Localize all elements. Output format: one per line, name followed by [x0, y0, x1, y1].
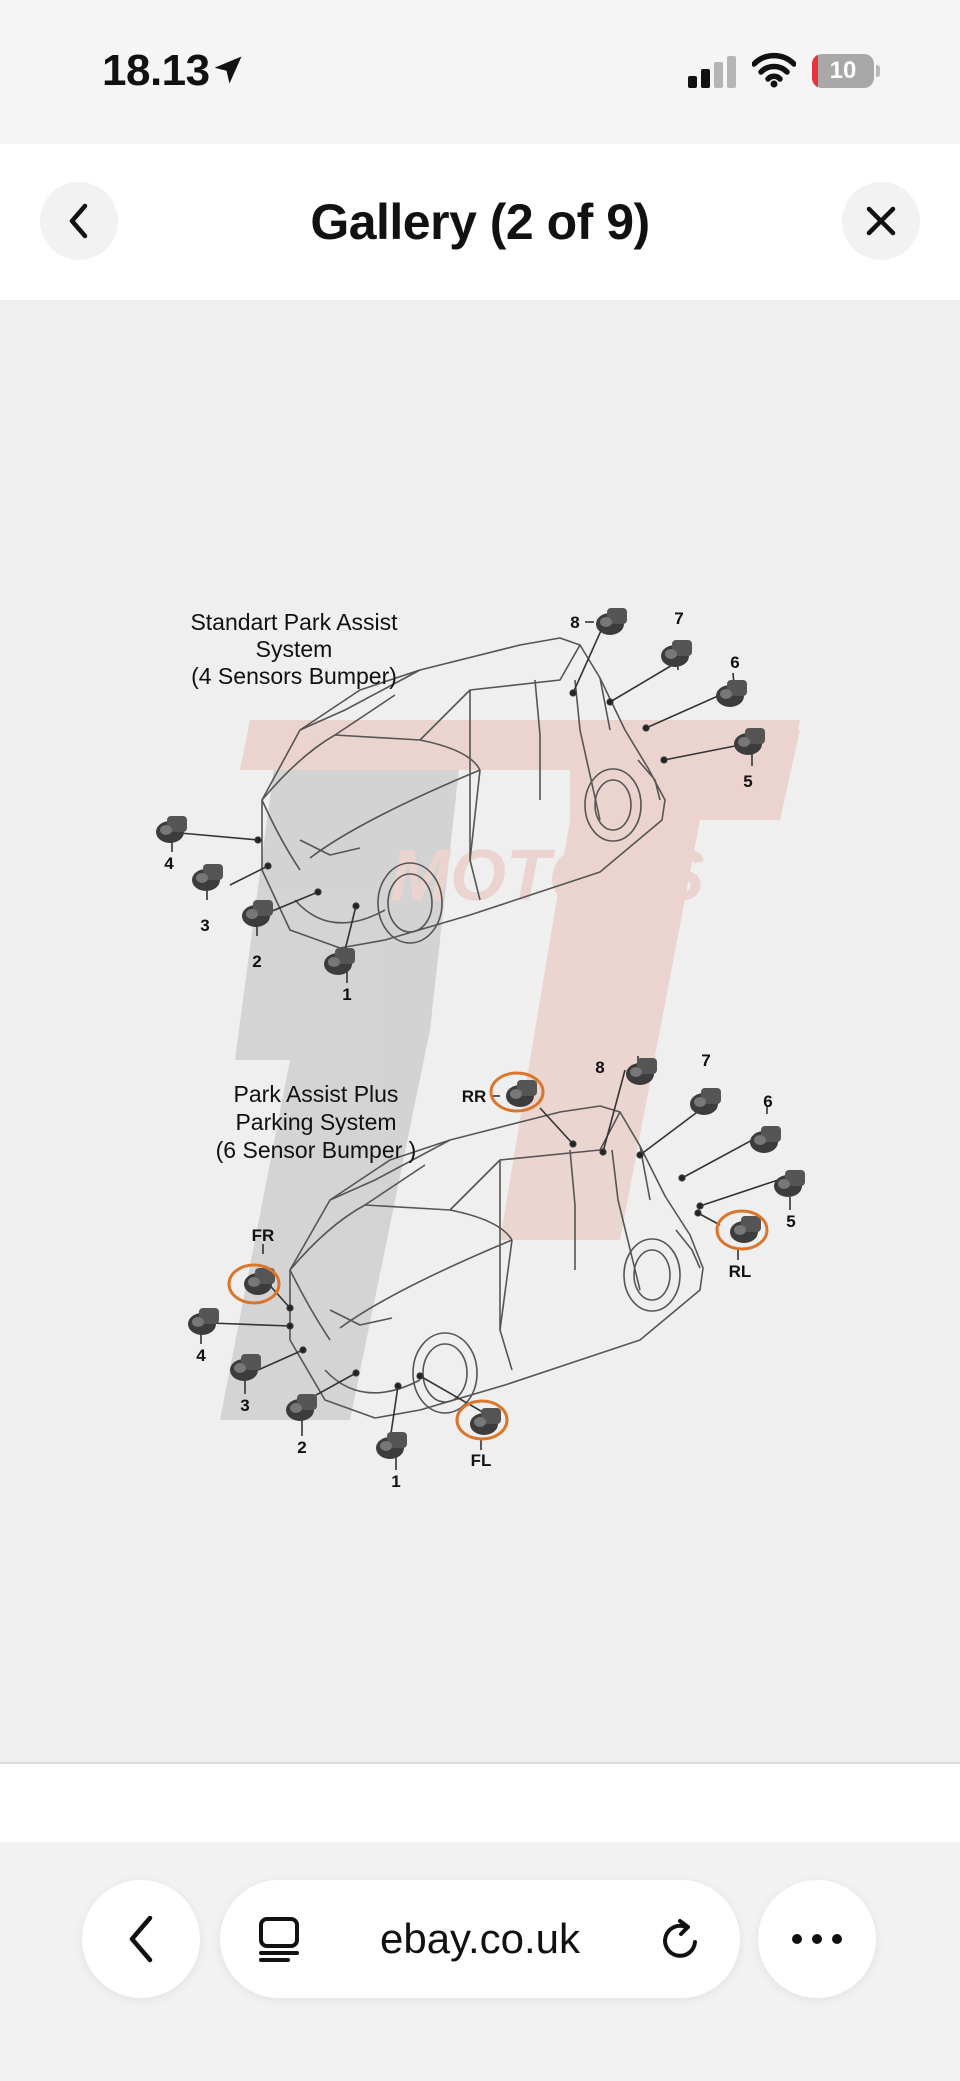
browser-toolbar: ebay.co.uk [0, 1842, 960, 2081]
label-rl: RL [729, 1262, 752, 1281]
label-fr: FR [252, 1226, 275, 1245]
sensor-top-6 [716, 680, 747, 707]
wifi-icon [752, 52, 796, 88]
top-diagram-title-line3: (4 Sensors Bumper) [191, 663, 397, 689]
watermark-logo: MOTORS [220, 720, 800, 1420]
label-top-5: 5 [743, 772, 752, 791]
close-icon [866, 206, 896, 236]
battery-indicator: 10 [812, 54, 880, 88]
label-top-3: 3 [200, 916, 209, 935]
sensor-bottom-1 [376, 1432, 407, 1459]
gallery-header: Gallery (2 of 9) [0, 144, 960, 300]
label-bottom-3: 3 [240, 1396, 249, 1415]
label-fl: FL [471, 1451, 492, 1470]
address-bar[interactable]: ebay.co.uk [220, 1880, 740, 1998]
page-title: Gallery (2 of 9) [310, 194, 650, 250]
divider [0, 1762, 960, 1764]
bottom-diagram-title-line1: Park Assist Plus [234, 1081, 399, 1107]
browser-back-button[interactable] [82, 1880, 200, 1998]
car-diagram-bottom [289, 1105, 704, 1419]
reload-icon[interactable] [658, 1918, 702, 1962]
sensor-bottom-5 [774, 1170, 805, 1197]
top-diagram-title-line1: Standart Park Assist [190, 609, 398, 635]
label-rr: RR [462, 1087, 487, 1106]
more-icon [792, 1934, 842, 1944]
label-bottom-8: 8 [595, 1058, 604, 1077]
status-time: 18.13 [102, 46, 210, 95]
label-top-4: 4 [164, 854, 174, 873]
sensor-top-7 [661, 640, 692, 667]
sensor-bottom-6 [750, 1126, 781, 1153]
watermark-text: MOTORS [390, 836, 705, 916]
label-top-7: 7 [674, 609, 683, 628]
label-top-1: 1 [342, 985, 351, 1004]
more-options-button[interactable] [758, 1880, 876, 1998]
sensor-bottom-7 [690, 1088, 721, 1115]
label-top-8: 8 [570, 613, 579, 632]
url-text: ebay.co.uk [379, 1915, 580, 1962]
cellular-signal-icon [688, 56, 736, 88]
back-button[interactable] [40, 182, 118, 260]
label-top-2: 2 [252, 952, 261, 971]
tabs-icon[interactable] [258, 1916, 302, 1962]
label-bottom-6: 6 [763, 1092, 772, 1111]
chevron-left-icon [129, 1915, 153, 1963]
top-diagram-title-line2: System [256, 636, 333, 662]
status-bar: 18.13 10 [0, 0, 960, 144]
label-bottom-5: 5 [786, 1212, 795, 1231]
sensor-bottom-4 [188, 1308, 219, 1335]
location-arrow-icon [214, 56, 242, 84]
car-diagram-top [261, 637, 666, 949]
battery-level-text: 10 [829, 57, 857, 84]
page-content-below [0, 1764, 960, 1842]
label-top-6: 6 [730, 653, 739, 672]
parking-sensor-diagram: MOTORS [156, 608, 805, 1491]
label-bottom-7: 7 [701, 1051, 710, 1070]
label-bottom-2: 2 [297, 1438, 306, 1457]
bottom-diagram-title-line2: Parking System [235, 1109, 396, 1135]
close-button[interactable] [842, 182, 920, 260]
highlighted-sensors [227, 1071, 769, 1441]
sensor-top-3 [192, 864, 223, 891]
label-bottom-4: 4 [196, 1346, 206, 1365]
sensor-top-4 [156, 816, 187, 843]
top-leader-lines [171, 621, 753, 983]
sensor-top-8 [596, 608, 627, 635]
gallery-image-area[interactable]: MOTORS [0, 300, 960, 1762]
bottom-diagram-title-line3: (6 Sensor Bumper ) [216, 1137, 417, 1163]
chevron-left-icon [69, 203, 88, 239]
label-bottom-1: 1 [391, 1472, 400, 1491]
